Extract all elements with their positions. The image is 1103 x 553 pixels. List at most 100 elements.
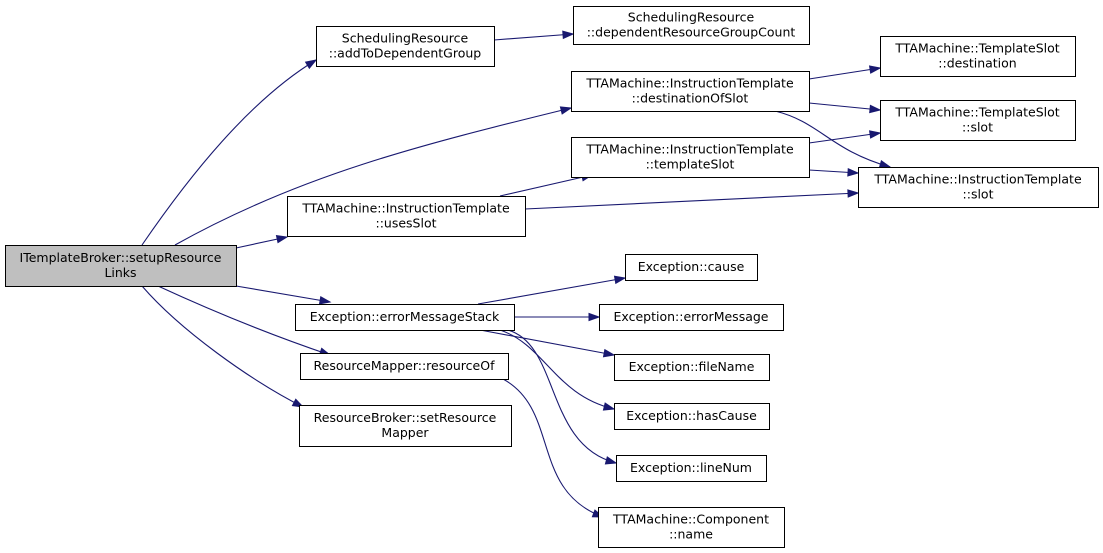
arrowhead xyxy=(588,312,601,322)
node-box xyxy=(625,254,758,281)
node-box xyxy=(300,353,509,380)
node-ex-has[interactable]: Exception::hasCause xyxy=(614,403,770,430)
edge-line xyxy=(174,107,572,246)
edge-root-to-it_uses xyxy=(235,234,289,249)
edge-line xyxy=(479,329,615,356)
node-label: SchedulingResource xyxy=(628,10,755,25)
edge-line xyxy=(499,329,615,410)
node-box xyxy=(5,245,237,287)
edge-line xyxy=(774,110,891,168)
node-box xyxy=(614,403,770,430)
arrowhead xyxy=(847,168,860,177)
edge-ex_stack-to-ex_line xyxy=(507,329,618,465)
node-ts-slot[interactable]: TTAMachine::TemplateSlot::slot xyxy=(880,100,1076,141)
edge-line xyxy=(235,285,331,303)
node-it-slot[interactable]: TTAMachine::InstructionTemplate::slot xyxy=(858,167,1099,208)
arrowhead xyxy=(868,65,882,74)
edge-it_dest-to-ts_dest xyxy=(808,65,882,80)
node-ex-msg[interactable]: Exception::errorMessage xyxy=(599,304,784,331)
node-it-tslot[interactable]: TTAMachine::InstructionTemplate::templat… xyxy=(571,137,810,178)
node-label: ResourceBroker::setResource xyxy=(314,410,497,425)
node-ts-dest[interactable]: TTAMachine::TemplateSlot::destination xyxy=(880,36,1076,77)
arrowhead xyxy=(275,234,289,244)
node-box xyxy=(571,137,810,178)
arrowhead xyxy=(604,456,618,465)
node-label: ::name xyxy=(669,527,713,542)
node-label: TTAMachine::InstructionTemplate xyxy=(585,142,794,157)
edges-layer xyxy=(141,30,892,518)
node-it-dest[interactable]: TTAMachine::InstructionTemplate::destina… xyxy=(571,71,810,112)
node-box xyxy=(858,167,1099,208)
edge-ex_stack-to-ex_has xyxy=(499,329,616,411)
node-box xyxy=(316,26,495,67)
edge-sr_add-to-sr_dep xyxy=(493,30,575,41)
node-sr-dep[interactable]: SchedulingResource::dependentResourceGro… xyxy=(573,6,810,45)
node-label: ::dependentResourceGroupCount xyxy=(587,25,796,40)
node-box xyxy=(880,100,1076,141)
arrowhead xyxy=(559,106,573,115)
node-label: ::addToDependentGroup xyxy=(329,46,482,61)
edge-it_dest-to-it_slot xyxy=(774,110,892,169)
node-label: Links xyxy=(104,265,136,280)
edge-line xyxy=(808,67,881,80)
edge-root-to-sr_add xyxy=(141,59,318,246)
node-ex-file[interactable]: Exception::fileName xyxy=(614,354,770,381)
arrowhead xyxy=(869,130,882,139)
edge-it_tslot-to-ts_slot xyxy=(808,130,882,144)
edge-ex_stack-to-ex_msg xyxy=(514,312,601,322)
node-label: ::slot xyxy=(962,120,993,135)
edge-line xyxy=(477,277,626,305)
node-box xyxy=(299,405,512,447)
edge-ex_stack-to-ex_cause xyxy=(477,275,627,305)
edge-root-to-it_dest xyxy=(174,106,573,246)
edge-it_dest-to-ts_slot xyxy=(808,102,882,114)
edge-line xyxy=(507,329,617,464)
arrowhead xyxy=(318,295,332,305)
node-box xyxy=(571,71,810,112)
node-label: ::slot xyxy=(963,187,994,202)
node-label: TTAMachine::InstructionTemplate xyxy=(301,201,510,216)
node-label: TTAMachine::TemplateSlot xyxy=(894,41,1059,56)
node-label: Exception::lineNum xyxy=(630,460,752,475)
node-label: ::destination xyxy=(938,56,1016,71)
node-label: TTAMachine::InstructionTemplate xyxy=(585,76,794,91)
arrowhead xyxy=(602,348,616,358)
arrowhead xyxy=(613,275,627,285)
node-label: Exception::hasCause xyxy=(626,408,757,423)
edge-root-to-rb_set xyxy=(141,285,305,408)
node-ex-stack[interactable]: Exception::errorMessageStack xyxy=(295,304,515,331)
edge-it_uses-to-it_slot xyxy=(524,189,860,210)
node-box xyxy=(880,36,1076,77)
node-box xyxy=(599,304,784,331)
node-box xyxy=(295,304,515,331)
node-box xyxy=(598,507,785,548)
node-label: TTAMachine::TemplateSlot xyxy=(894,105,1059,120)
node-rm-res[interactable]: ResourceMapper::resourceOf xyxy=(300,353,509,380)
node-ex-cause[interactable]: Exception::cause xyxy=(625,254,758,281)
node-box xyxy=(614,354,770,381)
edge-line xyxy=(157,285,331,356)
edge-line xyxy=(808,132,881,144)
arrowhead xyxy=(878,159,892,169)
node-label: ::destinationOfSlot xyxy=(632,91,749,106)
node-sr-add[interactable]: SchedulingResource::addToDependentGroup xyxy=(316,26,495,67)
edge-line xyxy=(141,59,317,246)
node-box xyxy=(287,196,526,237)
edge-line xyxy=(493,33,574,41)
node-comp-name[interactable]: TTAMachine::Component::name xyxy=(598,507,785,548)
edge-ex_stack-to-ex_file xyxy=(479,329,616,358)
node-box xyxy=(616,455,767,482)
node-it-uses[interactable]: TTAMachine::InstructionTemplate::usesSlo… xyxy=(287,196,526,237)
node-label: ITemplateBroker::setupResource xyxy=(20,250,222,265)
edge-line xyxy=(524,192,859,210)
node-box xyxy=(573,6,810,45)
edge-line xyxy=(808,102,881,111)
node-ex-line[interactable]: Exception::lineNum xyxy=(616,455,767,482)
edge-root-to-ex_stack xyxy=(235,285,332,305)
arrowhead xyxy=(869,104,882,114)
arrowhead xyxy=(562,30,575,40)
